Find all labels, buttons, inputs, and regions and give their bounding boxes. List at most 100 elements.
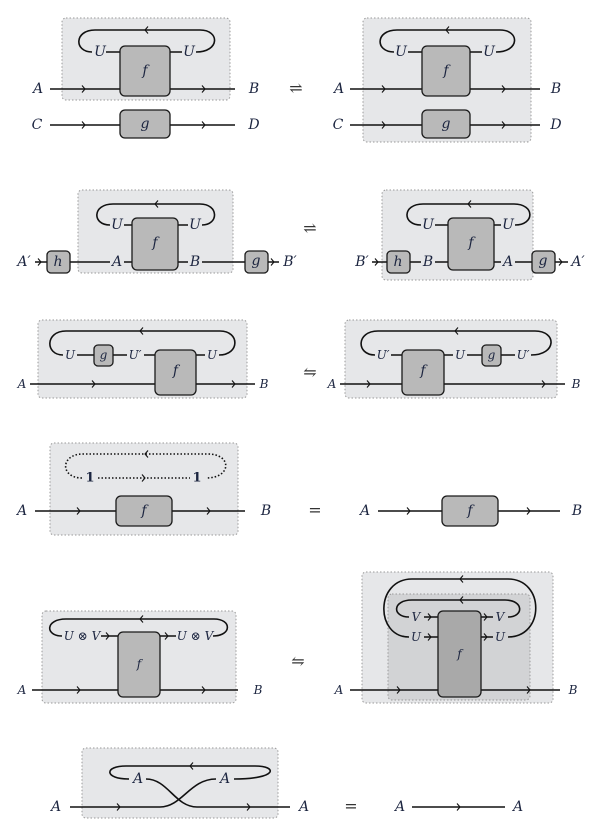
g-box xyxy=(531,250,556,274)
A-label: A xyxy=(17,683,27,697)
g-label: g xyxy=(100,348,108,362)
B-label: B xyxy=(260,503,271,519)
g-box xyxy=(244,250,269,274)
feedback-loop xyxy=(49,330,236,356)
U-label: U xyxy=(94,44,107,60)
arrow-right-icon xyxy=(541,380,546,388)
U-tensor-V-label: U ⊗ V xyxy=(64,629,102,643)
arrow-right-icon xyxy=(164,632,169,640)
arrow-right-icon xyxy=(396,686,401,694)
A-label: A xyxy=(334,683,344,697)
arrow-right-icon xyxy=(406,507,411,515)
g-box xyxy=(481,344,502,367)
direction-arrows xyxy=(37,26,563,811)
row5-left-diagram: f U ⊗ V U ⊗ V A B xyxy=(17,610,263,704)
f-box xyxy=(115,495,173,527)
arrow-right-icon xyxy=(374,258,379,266)
f-label: f xyxy=(140,503,149,519)
arrow-left-icon xyxy=(154,200,159,208)
arrow-left-icon xyxy=(189,762,194,770)
crossing-wires xyxy=(70,778,290,808)
A-label: A xyxy=(110,254,122,270)
arrow-left-icon xyxy=(139,327,144,335)
A-label: A xyxy=(131,771,143,787)
B-label: B xyxy=(253,683,263,697)
A-label: A xyxy=(358,503,370,519)
arrow-right-icon xyxy=(558,258,563,266)
B-prime-label: B′ xyxy=(282,254,297,270)
relation-symbol: ⇋ xyxy=(291,652,304,671)
row6-right-diagram: A A xyxy=(393,799,523,815)
inner-loop-V xyxy=(395,599,521,618)
f-box xyxy=(447,217,495,271)
A-label: A xyxy=(501,254,513,270)
trace-box xyxy=(344,319,558,399)
f-label: f xyxy=(151,235,160,251)
relation-symbol: = xyxy=(308,501,321,520)
B-label: B xyxy=(248,81,259,97)
U-label: U xyxy=(455,348,466,362)
U-prime-label: U′ xyxy=(517,348,530,362)
feedback-loop xyxy=(379,29,516,53)
arrow-right-icon xyxy=(456,803,461,811)
D-label: D xyxy=(549,117,561,133)
feedback-loop xyxy=(96,203,216,226)
arrow-left-icon xyxy=(459,596,464,604)
relation-symbol: = xyxy=(344,797,357,816)
row4-right-diagram: f A B xyxy=(358,495,582,527)
A-label: A xyxy=(31,81,43,97)
arrow-right-icon xyxy=(246,803,251,811)
arrow-right-icon xyxy=(91,380,96,388)
g-label: g xyxy=(141,116,150,132)
f-label: f xyxy=(419,363,428,379)
arrow-right-icon xyxy=(201,121,206,129)
U-label: U xyxy=(183,44,196,60)
arrow-right-icon xyxy=(105,632,110,640)
row2-left-diagram: f h g U U A B A′ B′ xyxy=(15,189,298,274)
U-prime-label: U′ xyxy=(377,348,390,362)
A-prime-label: A′ xyxy=(15,254,31,270)
feedback-loop xyxy=(78,29,216,53)
U-label: U xyxy=(65,348,76,362)
B-label: B xyxy=(422,254,433,270)
arrow-right-icon xyxy=(231,380,236,388)
feedback-loop xyxy=(360,330,552,356)
B-label: B xyxy=(550,81,561,97)
f-box xyxy=(437,610,482,698)
B-label: B xyxy=(571,377,581,391)
unit-label: 1 xyxy=(192,471,201,486)
arrow-right-icon xyxy=(116,803,121,811)
arrow-right-icon xyxy=(427,613,432,621)
arrow-right-icon xyxy=(427,633,432,641)
f-label: f xyxy=(172,363,181,379)
arrow-right-icon xyxy=(501,121,506,129)
f-label: f xyxy=(141,63,150,79)
U-tensor-V-label: U ⊗ V xyxy=(177,629,215,643)
row1-right-diagram: f g U U A B C D xyxy=(332,17,562,143)
U-label: U xyxy=(395,44,408,60)
U-label: U xyxy=(111,217,124,233)
arrow-left-icon xyxy=(467,200,472,208)
U-label: U xyxy=(483,44,496,60)
g-label: g xyxy=(488,348,496,362)
A-prime-label: A′ xyxy=(569,254,585,270)
arrow-right-icon xyxy=(483,613,488,621)
g-box xyxy=(119,109,171,139)
f-box xyxy=(154,349,197,396)
A-label: A xyxy=(49,799,61,815)
f-label: f xyxy=(467,235,476,251)
arrow-left-icon xyxy=(445,26,450,34)
f-label: f xyxy=(442,63,451,79)
arrow-right-icon xyxy=(201,85,206,93)
unit-label: 1 xyxy=(85,471,94,486)
U-label: U xyxy=(495,630,506,644)
g-label: g xyxy=(539,253,548,269)
row3-right-diagram: f g U′ U U′ A B xyxy=(327,319,581,399)
B-prime-label: B′ xyxy=(354,254,369,270)
h-label: h xyxy=(53,254,62,270)
h-box xyxy=(46,250,71,274)
relation-symbol: ⇋ xyxy=(303,363,316,382)
arrow-right-icon xyxy=(381,85,386,93)
arrow-right-icon xyxy=(483,633,488,641)
arrow-left-icon xyxy=(144,26,149,34)
